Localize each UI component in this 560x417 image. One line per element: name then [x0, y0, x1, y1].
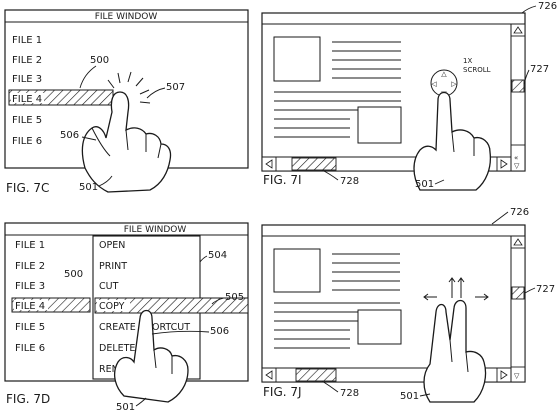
left-triangle-icon: ◁: [431, 80, 437, 88]
ref-500: 500: [64, 269, 83, 280]
ref-728: 728: [340, 176, 359, 187]
ref-501: 501: [415, 179, 434, 190]
scroll-left-arrow-icon[interactable]: [265, 159, 273, 169]
ref-728: 728: [340, 388, 359, 399]
figure-label: FIG. 7I: [263, 173, 302, 187]
file-item-selected[interactable]: FILE 4: [15, 301, 45, 312]
fig-7i-panel: 726 « ▽: [261, 1, 557, 191]
ref-501: 501: [400, 391, 419, 402]
scroll-label-line2: SCROLL: [463, 66, 491, 74]
fig-7c-panel: FILE WINDOW FILE 1 FILE 2 FILE 3 FILE 4 …: [4, 9, 249, 195]
file-item[interactable]: FILE 2: [15, 261, 45, 272]
ref-501: 501: [116, 402, 135, 413]
menu-item-copy[interactable]: COPY: [99, 301, 125, 312]
fig-7j-panel: 726 ▽: [261, 207, 555, 403]
hand-illustration: [423, 299, 487, 403]
ref-507: 507: [166, 82, 185, 93]
file-item[interactable]: FILE 1: [15, 240, 45, 251]
file-item[interactable]: FILE 2: [12, 55, 42, 66]
horizontal-scroll-thumb[interactable]: [295, 368, 337, 382]
menu-item-print[interactable]: PRINT: [99, 261, 127, 272]
hand-illustration: [413, 91, 492, 191]
scroll-label-line1: 1X: [463, 57, 472, 65]
scroll-left-arrow-icon[interactable]: [265, 370, 273, 380]
ref-506: 506: [60, 130, 79, 141]
menu-item-delete[interactable]: DELETE: [99, 343, 135, 354]
menu-item-cut[interactable]: CUT: [99, 281, 119, 292]
scroll-down-arrow-icon[interactable]: ▽: [514, 372, 520, 380]
ref-727: 727: [536, 284, 555, 295]
figure-label: FIG. 7C: [6, 181, 49, 195]
scroll-up-arrow-icon[interactable]: [513, 238, 523, 246]
ref-501: 501: [79, 182, 98, 193]
tap-burst: [107, 71, 151, 104]
ref-500: 500: [90, 55, 109, 66]
ref-727: 727: [530, 64, 549, 75]
ref-726: 726: [510, 207, 529, 218]
window-title: FILE WINDOW: [95, 12, 158, 22]
vertical-scroll-thumb[interactable]: [511, 286, 525, 300]
file-item[interactable]: FILE 3: [15, 281, 45, 292]
menu-item-open[interactable]: OPEN: [99, 240, 125, 251]
scroll-up-arrow-icon[interactable]: [513, 26, 523, 34]
file-item-selected[interactable]: FILE 4: [12, 94, 42, 105]
up-triangle-icon: △: [441, 70, 447, 78]
ref-726: 726: [538, 1, 557, 12]
gesture-arrows: [423, 277, 489, 301]
ref-506: 506: [210, 326, 229, 337]
scroll-down-arrow-icon[interactable]: ▽: [514, 162, 520, 170]
file-item[interactable]: FILE 1: [12, 35, 42, 46]
file-item[interactable]: FILE 6: [12, 136, 42, 147]
ref-505: 505: [225, 292, 244, 303]
window-title: FILE WINDOW: [124, 225, 187, 235]
ref-504: 504: [208, 250, 227, 261]
fig-7d-panel: FILE WINDOW FILE 1 FILE 2 FILE 3 FILE 4 …: [4, 222, 249, 413]
scroll-right-arrow-icon[interactable]: [500, 370, 508, 380]
image-placeholder: [357, 106, 402, 144]
image-placeholder: [357, 309, 402, 345]
image-placeholder: [273, 248, 321, 293]
figure-label: FIG. 7D: [6, 392, 50, 406]
scroll-right-arrow-icon[interactable]: [500, 159, 508, 169]
horizontal-scroll-thumb[interactable]: [291, 157, 337, 171]
scroll-down-chevrons-icon[interactable]: «: [514, 154, 518, 162]
leader-line: [79, 65, 97, 89]
vertical-scroll-thumb[interactable]: [511, 79, 525, 93]
vertical-scrollbar[interactable]: [510, 235, 526, 383]
text-lines: [274, 41, 401, 138]
image-placeholder: [273, 36, 321, 82]
file-item[interactable]: FILE 6: [15, 343, 45, 354]
figure-label: FIG. 7J: [263, 385, 302, 399]
menu-item-highlight[interactable]: [94, 297, 249, 314]
file-item[interactable]: FILE 5: [15, 322, 45, 333]
vertical-scrollbar[interactable]: [510, 23, 526, 172]
hand-illustration: [81, 91, 172, 193]
file-item[interactable]: FILE 3: [12, 74, 42, 85]
right-triangle-icon: ▷: [451, 80, 457, 88]
file-item[interactable]: FILE 5: [12, 115, 42, 126]
